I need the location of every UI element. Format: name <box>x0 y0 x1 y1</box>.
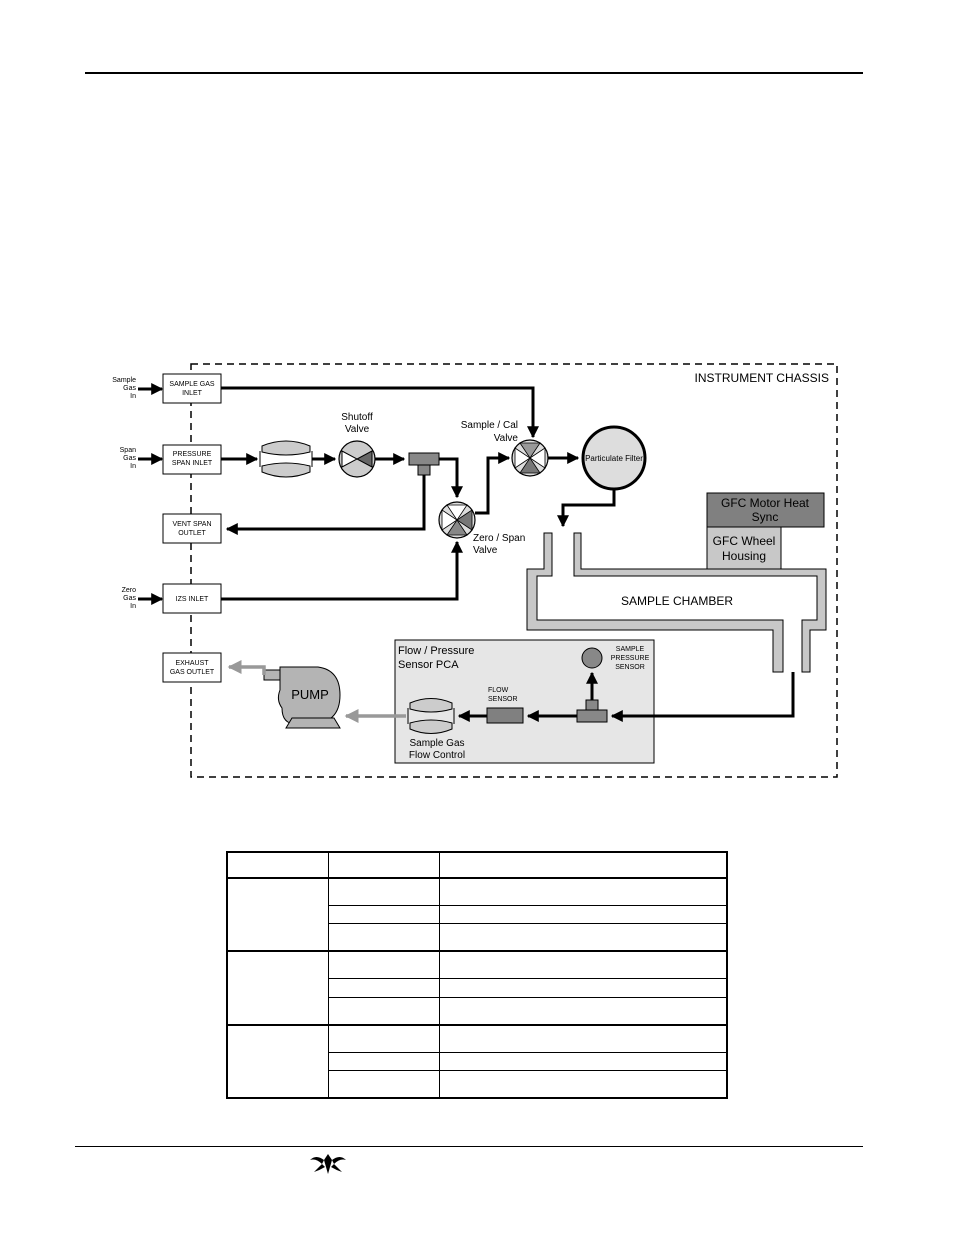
svg-text:Sync: Sync <box>752 510 779 524</box>
table-cell <box>226 1023 329 1099</box>
svg-text:In: In <box>130 603 136 610</box>
table-header-cell <box>439 851 728 879</box>
flow-restrictor-icon <box>259 440 313 478</box>
pump-icon: PUMP <box>263 666 341 729</box>
svg-text:Gas: Gas <box>123 595 136 602</box>
svg-text:SAMPLE GAS: SAMPLE GAS <box>169 381 214 388</box>
sample-chamber: SAMPLE CHAMBER <box>526 532 827 673</box>
svg-text:Valve: Valve <box>345 424 370 435</box>
table-cell <box>439 996 728 1026</box>
header-rule <box>85 72 863 74</box>
footer-rule <box>75 1146 863 1147</box>
svg-text:IZS INLET: IZS INLET <box>176 596 209 603</box>
svg-text:Particulate Filter: Particulate Filter <box>585 454 643 463</box>
svg-text:Sensor PCA: Sensor PCA <box>398 659 459 671</box>
span-gas-in-label: Span Gas In <box>120 447 137 470</box>
shutoff-valve-icon <box>338 440 376 478</box>
table-cell <box>439 950 728 980</box>
sample-cal-valve-label: Sample / Cal Valve <box>461 420 519 444</box>
table-cell <box>226 877 329 952</box>
svg-text:GAS OUTLET: GAS OUTLET <box>170 669 215 676</box>
tee-fitting-icon <box>408 452 440 476</box>
sample-gas-line <box>221 386 539 439</box>
pneumatic-flow-diagram: INSTRUMENT CHASSIS Sample Gas In Span Ga… <box>112 363 838 778</box>
instrument-chassis-border <box>190 363 838 778</box>
svg-text:Sample: Sample <box>112 377 136 384</box>
gfc-motor-heat-sync: GFC Motor Heat Sync <box>706 492 825 528</box>
svg-text:PRESSURE: PRESSURE <box>173 451 212 458</box>
svg-text:GFC Motor Heat: GFC Motor Heat <box>721 496 810 510</box>
svg-text:Zero / Span: Zero / Span <box>473 533 525 544</box>
svg-text:Valve: Valve <box>473 545 498 556</box>
table-cell <box>328 978 440 998</box>
svg-text:EXHAUST: EXHAUST <box>175 660 209 667</box>
teledyne-logo-icon <box>310 1154 346 1174</box>
sample-cal-valve-icon <box>511 439 549 477</box>
svg-text:INLET: INLET <box>182 390 203 397</box>
zero-gas-in-label: Zero Gas In <box>122 587 137 610</box>
table-cell <box>328 950 440 980</box>
svg-text:VENT SPAN: VENT SPAN <box>172 521 211 528</box>
svg-text:Zero: Zero <box>122 587 137 594</box>
pressure-span-inlet-port: PRESSURE SPAN INLET <box>162 444 222 475</box>
svg-text:Shutoff: Shutoff <box>341 412 373 423</box>
table-cell <box>439 1023 728 1053</box>
instrument-chassis-label: INSTRUMENT CHASSIS <box>695 371 829 385</box>
svg-text:In: In <box>130 463 136 470</box>
svg-text:SAMPLE: SAMPLE <box>616 646 645 653</box>
sample-gas-flow-control-label: Sample Gas Flow Control <box>409 738 465 761</box>
svg-text:Flow / Pressure: Flow / Pressure <box>398 645 474 657</box>
svg-text:Gas: Gas <box>123 385 136 392</box>
svg-text:Gas: Gas <box>123 455 136 462</box>
table-cell <box>328 1023 440 1053</box>
shutoff-valve-label: Shutoff Valve <box>341 412 373 435</box>
svg-text:SAMPLE CHAMBER: SAMPLE CHAMBER <box>621 594 733 608</box>
table-cell <box>439 1069 728 1099</box>
table-cell <box>439 877 728 906</box>
table-cell <box>439 978 728 998</box>
svg-text:Span: Span <box>120 447 136 454</box>
svg-text:PRESSURE: PRESSURE <box>611 655 650 662</box>
particulate-filter-icon: Particulate Filter <box>581 425 647 491</box>
svg-text:SPAN INLET: SPAN INLET <box>172 460 213 467</box>
sample-pressure-sensor: SAMPLE PRESSURE SENSOR <box>581 646 650 671</box>
gfc-wheel-housing: GFC Wheel Housing <box>706 526 782 570</box>
table-cell <box>226 950 329 1026</box>
svg-text:PUMP: PUMP <box>291 687 329 702</box>
exhaust-gas-outlet-port: EXHAUST GAS OUTLET <box>162 652 222 683</box>
svg-text:GFC Wheel: GFC Wheel <box>713 534 776 548</box>
sample-gas-inlet-port: SAMPLE GAS INLET <box>162 373 222 404</box>
svg-text:Sample / Cal: Sample / Cal <box>461 420 518 431</box>
table-cell <box>328 923 440 952</box>
svg-text:SENSOR: SENSOR <box>615 664 645 671</box>
svg-text:In: In <box>130 393 136 400</box>
zero-span-valve-icon <box>438 501 476 539</box>
table-header-cell <box>226 851 329 879</box>
svg-text:Flow Control: Flow Control <box>409 750 465 761</box>
svg-text:Valve: Valve <box>494 433 519 444</box>
vent-span-outlet-port: VENT SPAN OUTLET <box>162 513 222 544</box>
svg-text:Sample Gas: Sample Gas <box>409 738 464 749</box>
table-cell <box>439 1051 728 1071</box>
sample-gas-in-label: Sample Gas In <box>112 377 136 400</box>
table-cell <box>328 996 440 1026</box>
sample-gas-flow-control-icon <box>407 698 455 734</box>
table-cell <box>328 877 440 906</box>
svg-text:Housing: Housing <box>722 549 766 563</box>
zero-span-valve-label: Zero / Span Valve <box>473 533 525 556</box>
table-cell <box>328 1051 440 1071</box>
table-cell <box>328 904 440 925</box>
svg-text:OUTLET: OUTLET <box>178 530 206 537</box>
table-cell <box>439 923 728 952</box>
data-table <box>226 851 728 1099</box>
table-cell <box>328 1069 440 1099</box>
svg-text:FLOW: FLOW <box>488 687 509 694</box>
table-cell <box>439 904 728 925</box>
table-header-cell <box>328 851 440 879</box>
svg-text:SENSOR: SENSOR <box>488 696 518 703</box>
izs-inlet-port: IZS INLET <box>162 583 222 614</box>
